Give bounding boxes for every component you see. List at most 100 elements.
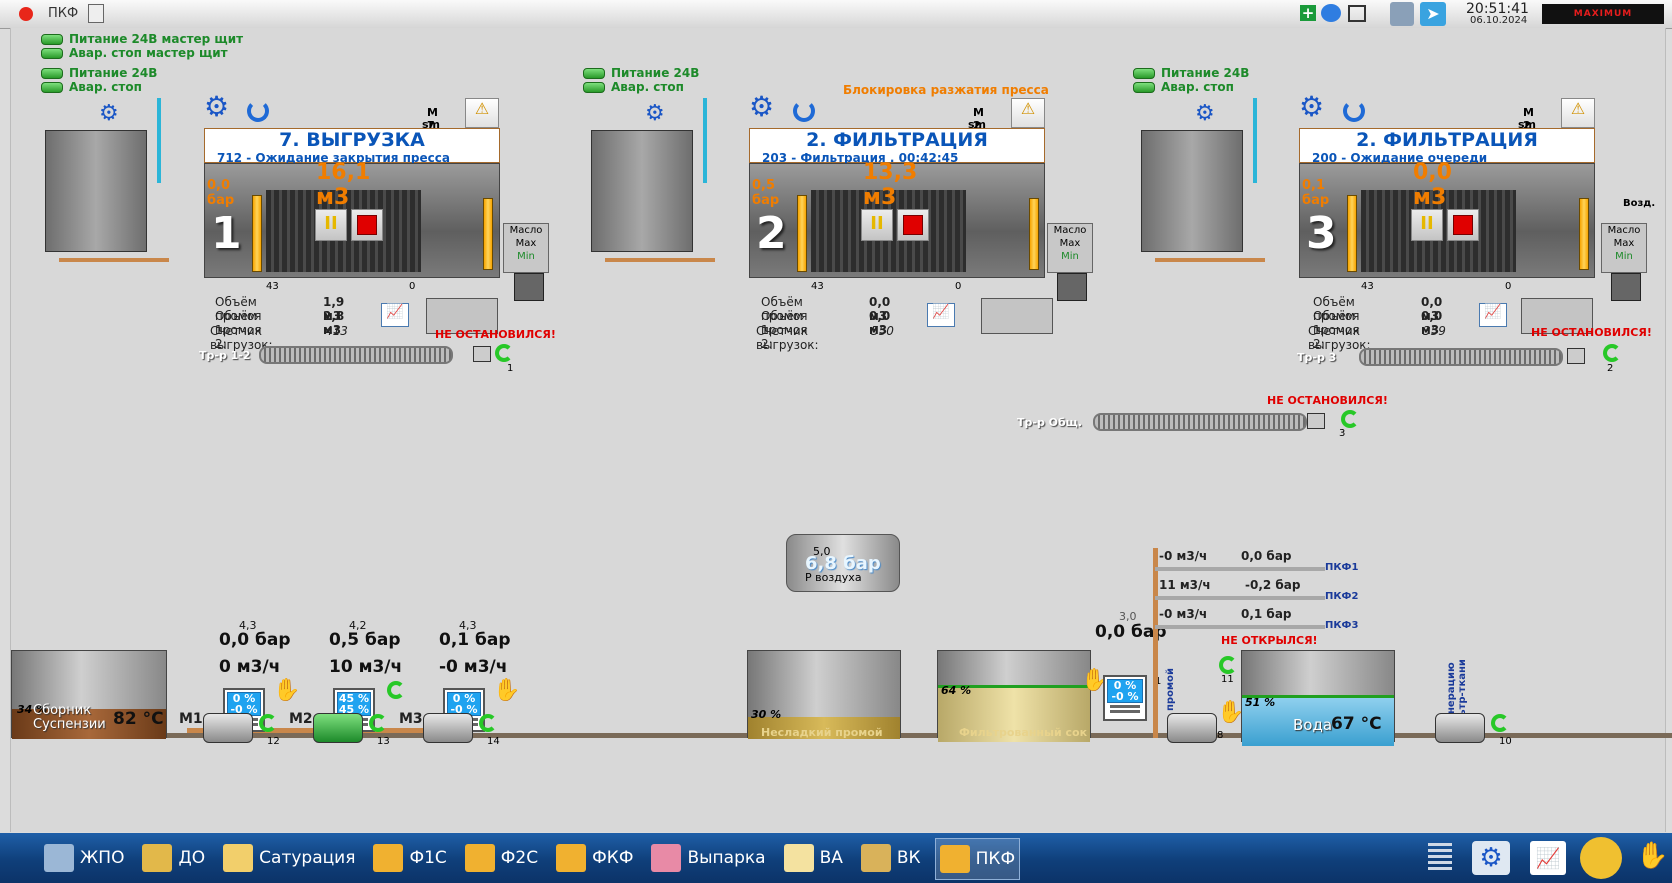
pump-m2-run-icon[interactable]: [369, 714, 387, 732]
press-3-s0: 0: [1505, 281, 1512, 292]
pkf1-flow: -0 м3/ч: [1159, 549, 1208, 563]
status-power-2: Питание 24В: [583, 66, 699, 80]
close-dot-icon[interactable]: [19, 7, 33, 21]
taskbar-tab-icon: [44, 844, 74, 872]
conveyor-common-num: 3: [1339, 428, 1346, 439]
press-1-subtitle: 712 - Ожидание закрытия пресса: [217, 151, 450, 165]
press-3-fan-icon[interactable]: [1611, 273, 1641, 301]
pump-m3-num: 14: [487, 736, 500, 747]
press-3-s43: 43: [1361, 281, 1374, 292]
cyan-pipe-3: [1253, 98, 1257, 183]
pkf2-name: ПКФ2: [1325, 591, 1359, 602]
taskbar-tab-2[interactable]: Сатурация: [219, 838, 359, 878]
user-icon[interactable]: [1390, 2, 1414, 26]
taskbar-tab-4[interactable]: Ф2С: [461, 838, 542, 878]
taskbar-tab-8[interactable]: ВК: [857, 838, 925, 878]
pump-m1[interactable]: [203, 713, 253, 743]
tank-water-name: Вода: [1293, 716, 1333, 734]
press-3-trend-icon[interactable]: 📈: [1479, 303, 1507, 327]
press-3-pause-button[interactable]: II: [1411, 209, 1443, 241]
conveyor-12-run-icon[interactable]: [495, 344, 513, 362]
pump-m1-hand-icon[interactable]: ✋: [273, 678, 301, 703]
pump-m2-auto-icon[interactable]: [387, 681, 405, 699]
settings-gear-icon[interactable]: ⚙: [1472, 841, 1510, 875]
network-icon[interactable]: [1348, 5, 1366, 22]
press-2-pause-button[interactable]: II: [861, 209, 893, 241]
conveyor-common[interactable]: [1093, 413, 1307, 431]
title-bar: ПКФ + ➤ 20:51:41 06.10.2024 MAXIMUM AUTO…: [0, 0, 1672, 39]
conveyor-common-run-icon[interactable]: [1341, 410, 1359, 428]
gear-icon[interactable]: ⚙: [645, 101, 665, 126]
taskbar-tab-3[interactable]: Ф1С: [369, 838, 450, 878]
regen-pump-run-icon[interactable]: [1491, 714, 1509, 732]
press-3-stop-button[interactable]: [1447, 209, 1479, 241]
press-3-title: 2. ФИЛЬТРАЦИЯ: [1356, 129, 1538, 151]
press-2-pressure: 0,5 бар: [752, 178, 780, 208]
taskbar-tab-icon: [464, 844, 495, 872]
press-2-trend-icon[interactable]: 📈: [927, 303, 955, 327]
touch-hand-icon[interactable]: ✋: [1636, 841, 1669, 871]
taskbar-tab-0[interactable]: ЖПО: [40, 838, 128, 878]
press-2-counter-value: 550: [871, 324, 894, 338]
pump-m3-run-icon[interactable]: [479, 714, 497, 732]
valve-11-num: 11: [1221, 674, 1234, 685]
press-3-drain: [1521, 298, 1593, 334]
wash-pump-hand-icon[interactable]: ✋: [1217, 700, 1245, 725]
press-2-stop-button[interactable]: [897, 209, 929, 241]
press-2-warning-icon[interactable]: ⚠: [1011, 98, 1045, 128]
press-1-fan-icon[interactable]: [514, 273, 544, 301]
status-power-3: Питание 24В: [1133, 66, 1249, 80]
gear-icon[interactable]: ⚙: [1195, 101, 1215, 126]
taskbar-tab-1[interactable]: ДО: [138, 838, 209, 878]
telegram-icon[interactable]: ➤: [1420, 2, 1446, 26]
press-1-title: 7. ВЫГРУЗКА: [279, 129, 425, 151]
press-1-warning-icon[interactable]: ⚠: [465, 98, 499, 128]
press-1-counter-value: 413: [325, 324, 348, 338]
press-3-wash2-value: 0,0 м3: [1421, 309, 1443, 337]
cyan-pipe-2: [703, 98, 707, 183]
press-2-fan-icon[interactable]: [1057, 273, 1087, 301]
wash-pump[interactable]: [1167, 713, 1217, 743]
press-1-mode: М 7: [427, 106, 438, 132]
taskbar-tab-5[interactable]: ФКФ: [552, 838, 637, 878]
press-1-refresh-icon[interactable]: [247, 100, 269, 122]
brand-logo: MAXIMUM AUTOMATION: [1542, 4, 1664, 39]
regen-pump[interactable]: [1435, 713, 1485, 743]
pump-m3-hand-icon[interactable]: ✋: [493, 678, 521, 703]
press-1-stop-button[interactable]: [351, 209, 383, 241]
pump-m1-run-icon[interactable]: [259, 714, 277, 732]
valve-11-icon[interactable]: [1219, 656, 1237, 674]
pump-m2[interactable]: [313, 713, 363, 743]
taskbar-tab-6[interactable]: Выпарка: [647, 838, 769, 878]
cyan-pipe-1: [157, 98, 161, 183]
press-1-settings-icon[interactable]: ⚙: [204, 90, 230, 123]
press-3-refresh-icon[interactable]: [1343, 100, 1365, 122]
press-2-refresh-icon[interactable]: [793, 100, 815, 122]
status-estop-2: Авар. стоп: [583, 80, 684, 94]
menu-lines-icon[interactable]: [1428, 843, 1452, 873]
engineer-icon[interactable]: [1580, 837, 1622, 879]
taskbar-tab-label: Сатурация: [259, 848, 356, 868]
press-3-subtitle: 200 - Ожидание очереди: [1312, 151, 1488, 165]
gear-icon[interactable]: ⚙: [99, 101, 119, 126]
taskbar-tab-icon: [556, 844, 587, 872]
pkf3-pressure: 0,1 бар: [1241, 607, 1292, 621]
conveyor-3-run-icon[interactable]: [1603, 344, 1621, 362]
calculator-icon[interactable]: [88, 4, 104, 23]
plus-icon[interactable]: +: [1300, 4, 1316, 22]
taskbar-tab-7[interactable]: ВА: [780, 838, 847, 878]
chat-icon[interactable]: [1321, 4, 1341, 22]
pump-m3[interactable]: [423, 713, 473, 743]
conveyor-12-box: [473, 346, 491, 362]
conveyor-12[interactable]: [259, 346, 453, 364]
press-3-settings-icon[interactable]: ⚙: [1299, 90, 1325, 123]
press-1-trend-icon[interactable]: 📈: [381, 303, 409, 327]
taskbar-tab-9[interactable]: ПКФ: [934, 838, 1021, 880]
pump-m3-setpoint: 4,3: [459, 619, 477, 632]
conveyor-3[interactable]: [1359, 348, 1563, 366]
press-1-pause-button[interactable]: II: [315, 209, 347, 241]
trend-chart-icon[interactable]: 📈: [1530, 841, 1566, 875]
press-2-settings-icon[interactable]: ⚙: [749, 90, 775, 123]
press-3-warning-icon[interactable]: ⚠: [1561, 98, 1595, 128]
